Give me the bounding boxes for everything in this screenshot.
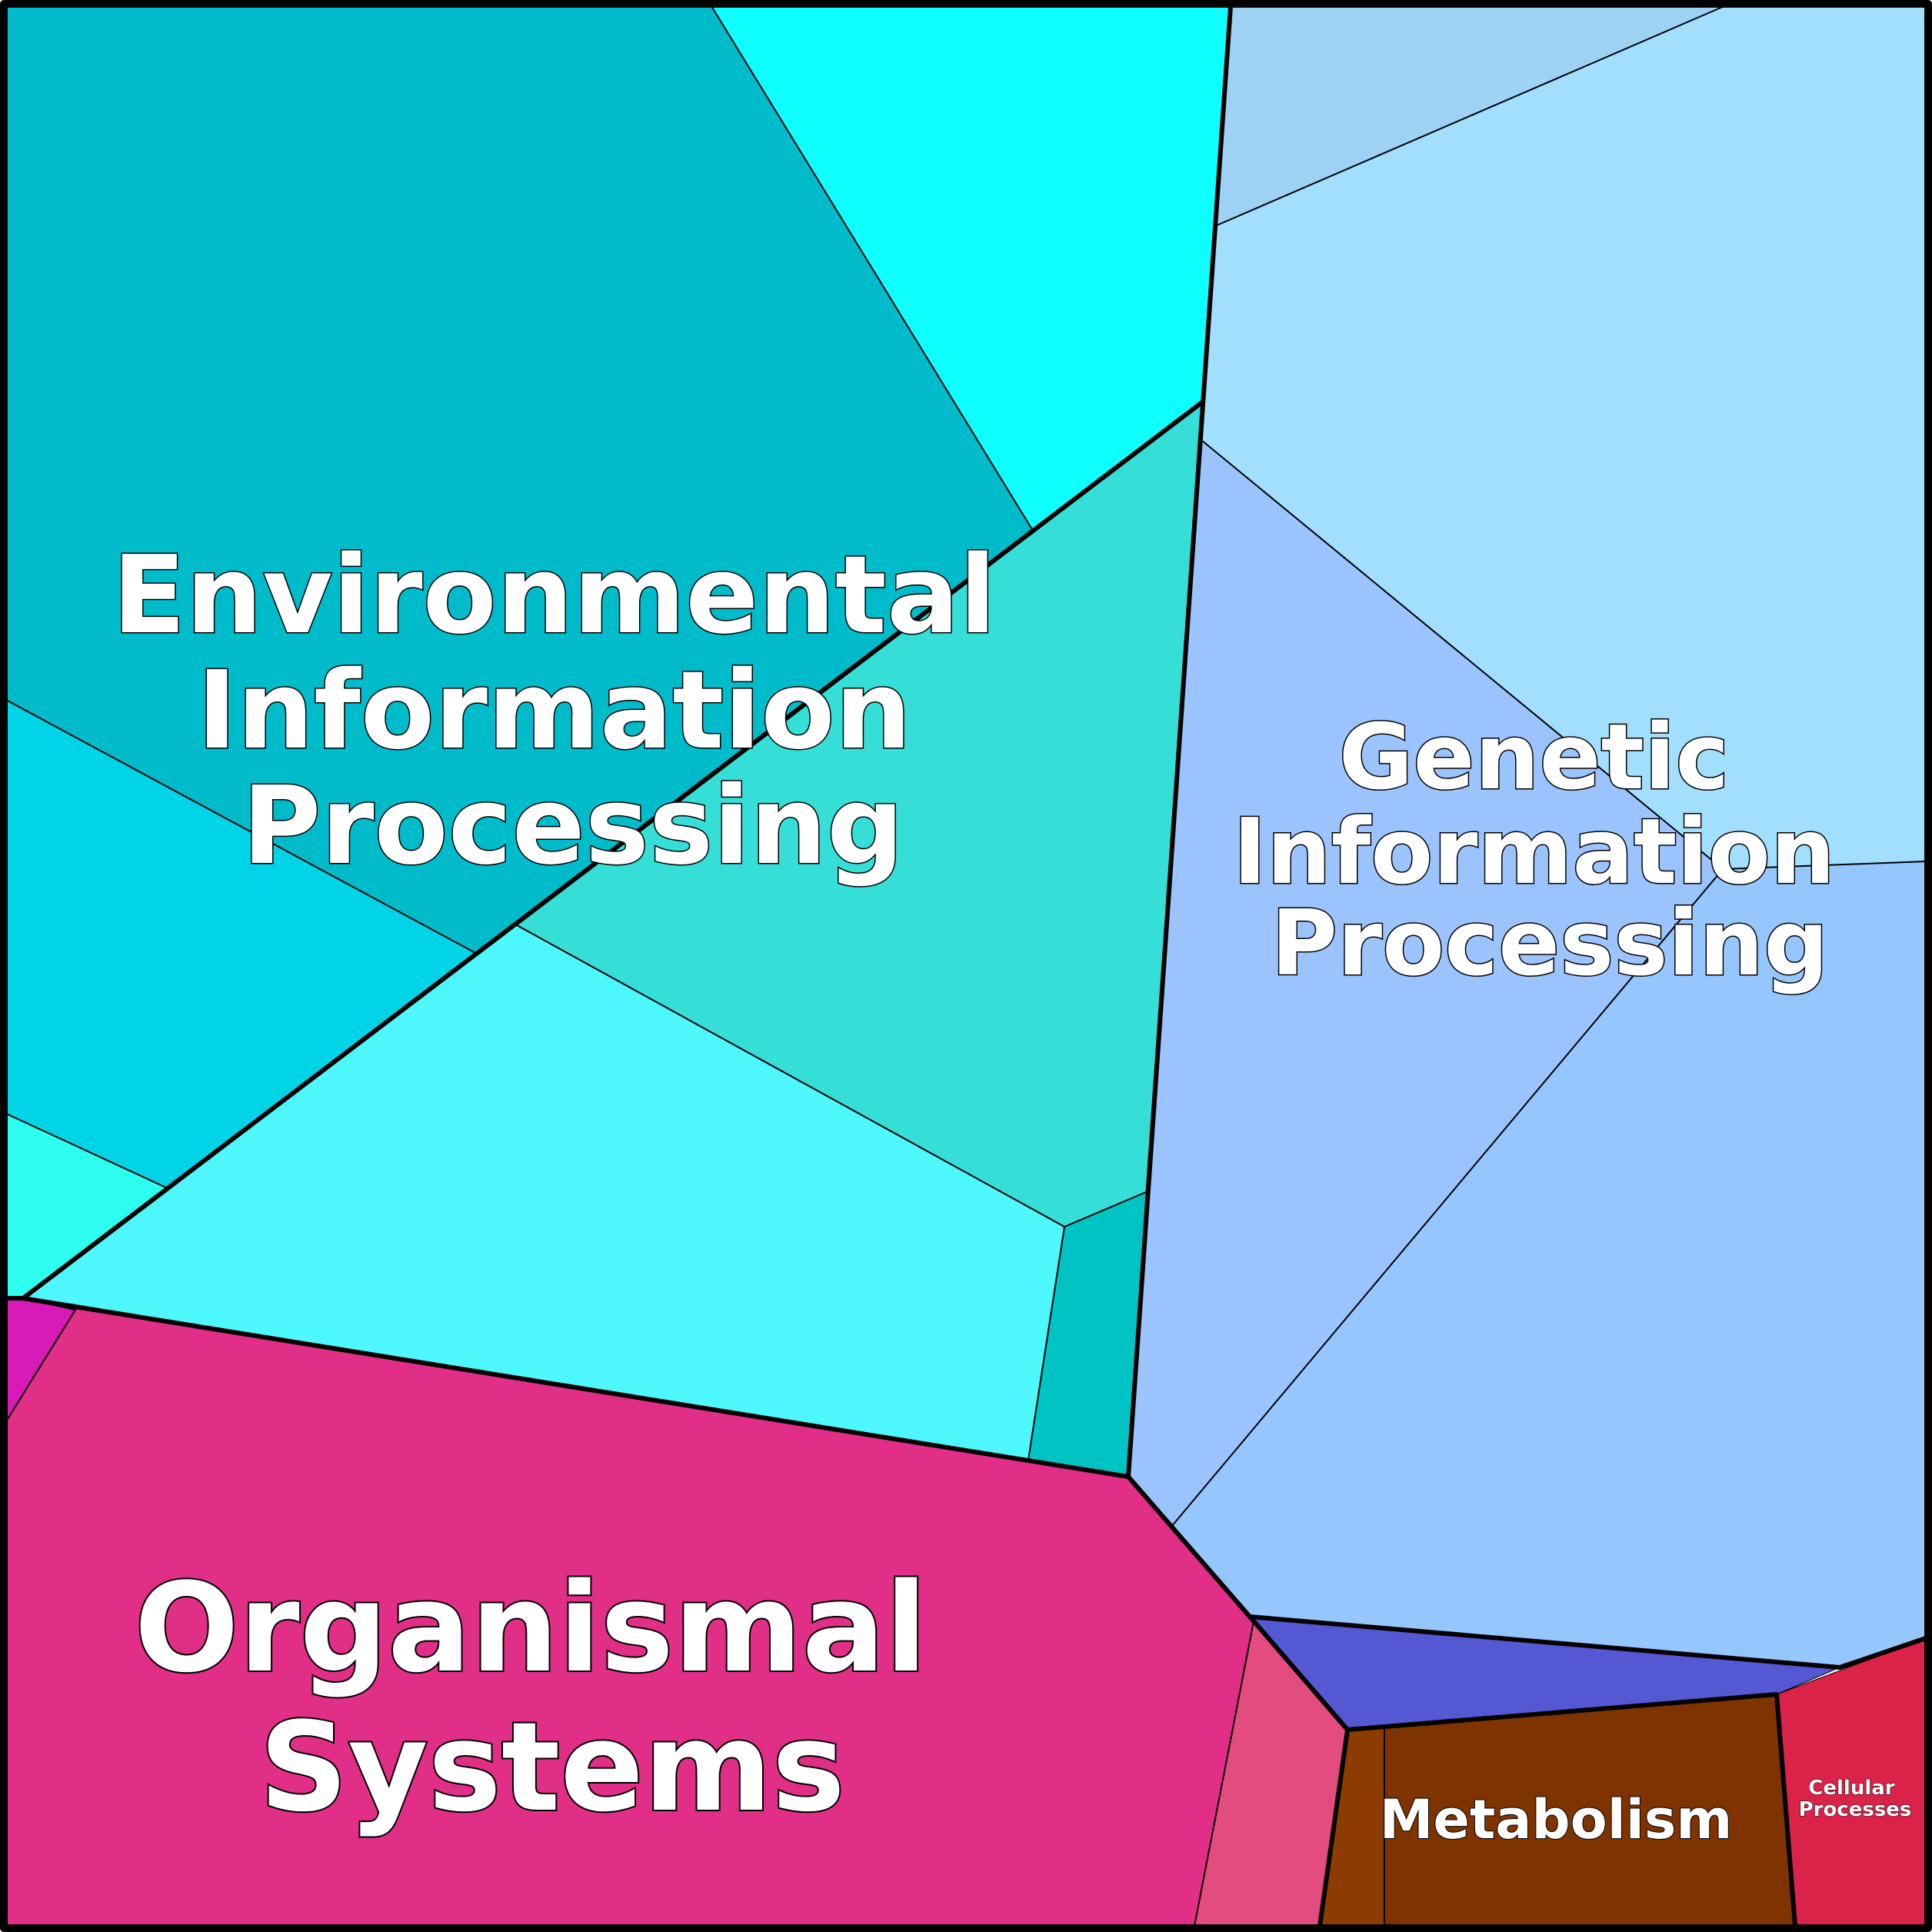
organismal-label: Organismal Systems xyxy=(135,1556,971,1839)
cellular-label: Cellular Processes xyxy=(1799,1777,1912,1821)
cellular-label-line: Processes xyxy=(1799,1798,1912,1821)
genetic-label-line: Information xyxy=(1233,798,1835,904)
metabolism-label-line: Metabolism xyxy=(1380,1788,1733,1851)
metabolism-cells xyxy=(1319,1694,1796,1927)
environmental-label-line: Environmental xyxy=(112,533,996,658)
organismal-label-line: Systems xyxy=(259,1695,845,1839)
environmental-label-line: Information xyxy=(197,648,911,774)
genetic-label: Genetic Information Processing xyxy=(1233,704,1867,996)
metabolism-label: Metabolism xyxy=(1380,1788,1733,1851)
environmental-label: Environmental Information Processing xyxy=(112,533,1034,889)
organismal-cells xyxy=(5,1297,1348,1927)
environmental-cells xyxy=(5,5,1231,1477)
organismal-label-line: Organismal xyxy=(135,1556,928,1700)
cellular-label-line: Cellular xyxy=(1808,1777,1895,1800)
thin-division-lines xyxy=(5,5,1927,1927)
category-labels: Environmental Information Processing Gen… xyxy=(111,532,1912,1853)
environmental-label-line: Processing xyxy=(242,764,904,889)
genetic-label-line: Processing xyxy=(1271,890,1828,996)
genetic-label-line: Genetic xyxy=(1339,704,1730,810)
